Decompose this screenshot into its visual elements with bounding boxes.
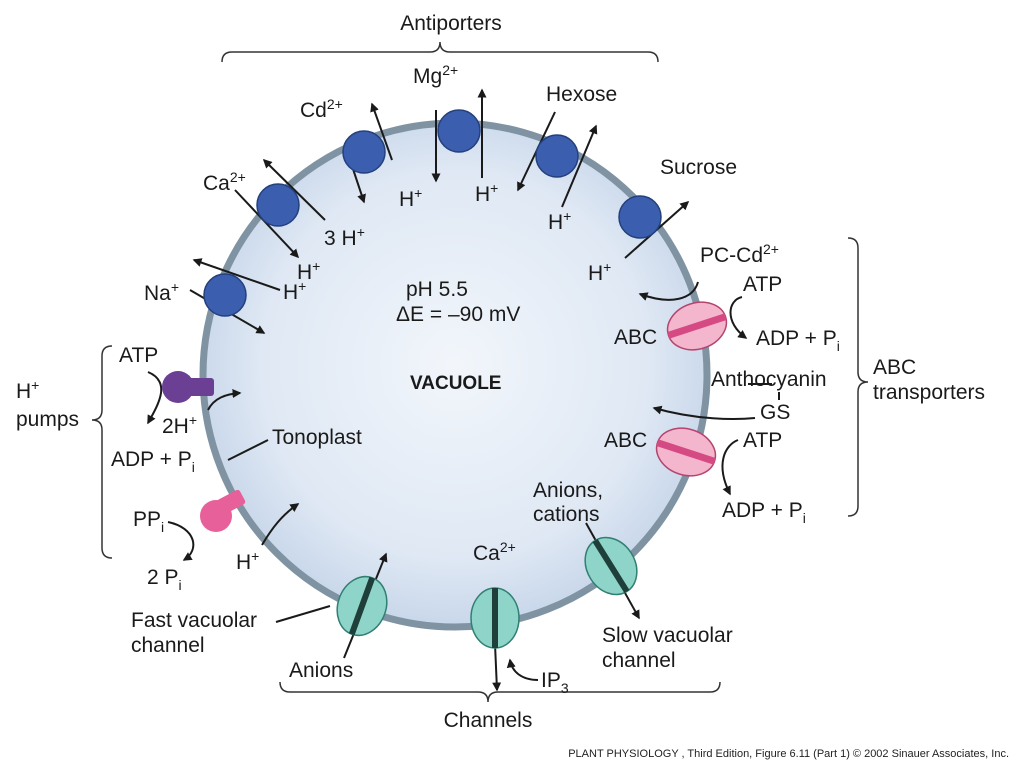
fast-vacuolar-channel: [336, 575, 388, 637]
gs-label: GS: [760, 401, 790, 424]
abc-label-2: ABC: [604, 429, 647, 452]
ph-label: pH 5.5: [406, 278, 468, 301]
slow-vacuolar-channel: [584, 536, 638, 596]
pump-ppi-label: PPi: [133, 508, 164, 535]
mg-label: Mg2+: [413, 62, 458, 88]
na-h-label: H+: [283, 278, 306, 304]
ip3-label: IP3: [541, 669, 569, 696]
vacuole-label: VACUOLE: [410, 373, 501, 394]
pc-cd-label: PC-Cd2+: [700, 241, 779, 267]
h-ppase: [200, 489, 246, 532]
anthocyanin-label: Anthocyanin: [711, 368, 827, 391]
h-atpase: [162, 371, 214, 403]
channels-bracket: [279, 681, 721, 703]
abc-bracket: [847, 237, 869, 517]
antiporter-sucrose: [618, 195, 662, 239]
h-pumps-title-2: pumps: [16, 408, 79, 431]
antiporters-title: Antiporters: [400, 12, 502, 35]
antiporter-mg: [437, 109, 481, 153]
antiporter-na: [203, 273, 247, 317]
pump-atp-label: ATP: [119, 344, 158, 367]
abc-atp-label-2: ATP: [743, 429, 782, 452]
antiporter-cd: [342, 130, 386, 174]
abc-atp-label-1: ATP: [743, 273, 782, 296]
abc-title-1: ABC: [873, 356, 916, 379]
antiporter-proteins: [203, 109, 662, 317]
antiporter-ca: [256, 183, 300, 227]
leader-lines: [227, 383, 780, 623]
abc-adp-label-1: ADP + Pi: [756, 327, 840, 354]
slow-channel-label-2: channel: [602, 649, 676, 672]
anions-cations-label-2: cations: [533, 503, 600, 526]
pump-adp-label: ADP + Pi: [111, 448, 195, 475]
abc-transporter-2: [655, 427, 717, 477]
pump-2pi-label: 2 Pi: [147, 566, 182, 593]
abc-arrows: [638, 281, 756, 496]
cd-h-label: 3 H+: [324, 224, 365, 250]
h-pumps-title-1: H+: [16, 377, 39, 403]
mg-h-label-1: H+: [399, 185, 422, 211]
slow-channel-label-1: Slow vacuolar: [602, 624, 733, 647]
sucrose-h-label: H+: [588, 259, 611, 285]
antiporters-bracket: [221, 41, 659, 63]
potential-label: ΔE = –90 mV: [396, 303, 520, 326]
pump-2h-label: 2H+: [162, 412, 197, 438]
abc-title-2: transporters: [873, 381, 985, 404]
ca-label: Ca2+: [203, 169, 246, 195]
pump-h-label: H+: [236, 548, 259, 574]
ca-channel: [470, 587, 520, 649]
sucrose-label: Sucrose: [660, 156, 737, 179]
anions-label: Anions: [289, 659, 353, 682]
mg-h-label-2: H+: [475, 180, 498, 206]
channels-title: Channels: [444, 709, 533, 732]
ca-h-label: H+: [297, 258, 320, 284]
h-pumps-bracket: [91, 345, 113, 559]
hexose-h-label: H+: [548, 208, 571, 234]
abc-transporter-1: [666, 301, 728, 351]
hexose-label: Hexose: [546, 83, 617, 106]
na-label: Na+: [144, 279, 179, 305]
pump-arrows: [147, 371, 300, 561]
anions-cations-label-1: Anions,: [533, 479, 603, 502]
tonoplast-label: Tonoplast: [272, 426, 362, 449]
credit-line: PLANT PHYSIOLOGY , Third Edition, Figure…: [568, 748, 1009, 760]
fast-channel-label-2: channel: [131, 634, 205, 657]
fast-channel-label-1: Fast vacuolar: [131, 609, 257, 632]
ca-channel-label: Ca2+: [473, 539, 516, 565]
abc-label-1: ABC: [614, 326, 657, 349]
antiporter-hexose: [535, 134, 579, 178]
cd-label: Cd2+: [300, 96, 343, 122]
abc-adp-label-2: ADP + Pi: [722, 499, 806, 526]
